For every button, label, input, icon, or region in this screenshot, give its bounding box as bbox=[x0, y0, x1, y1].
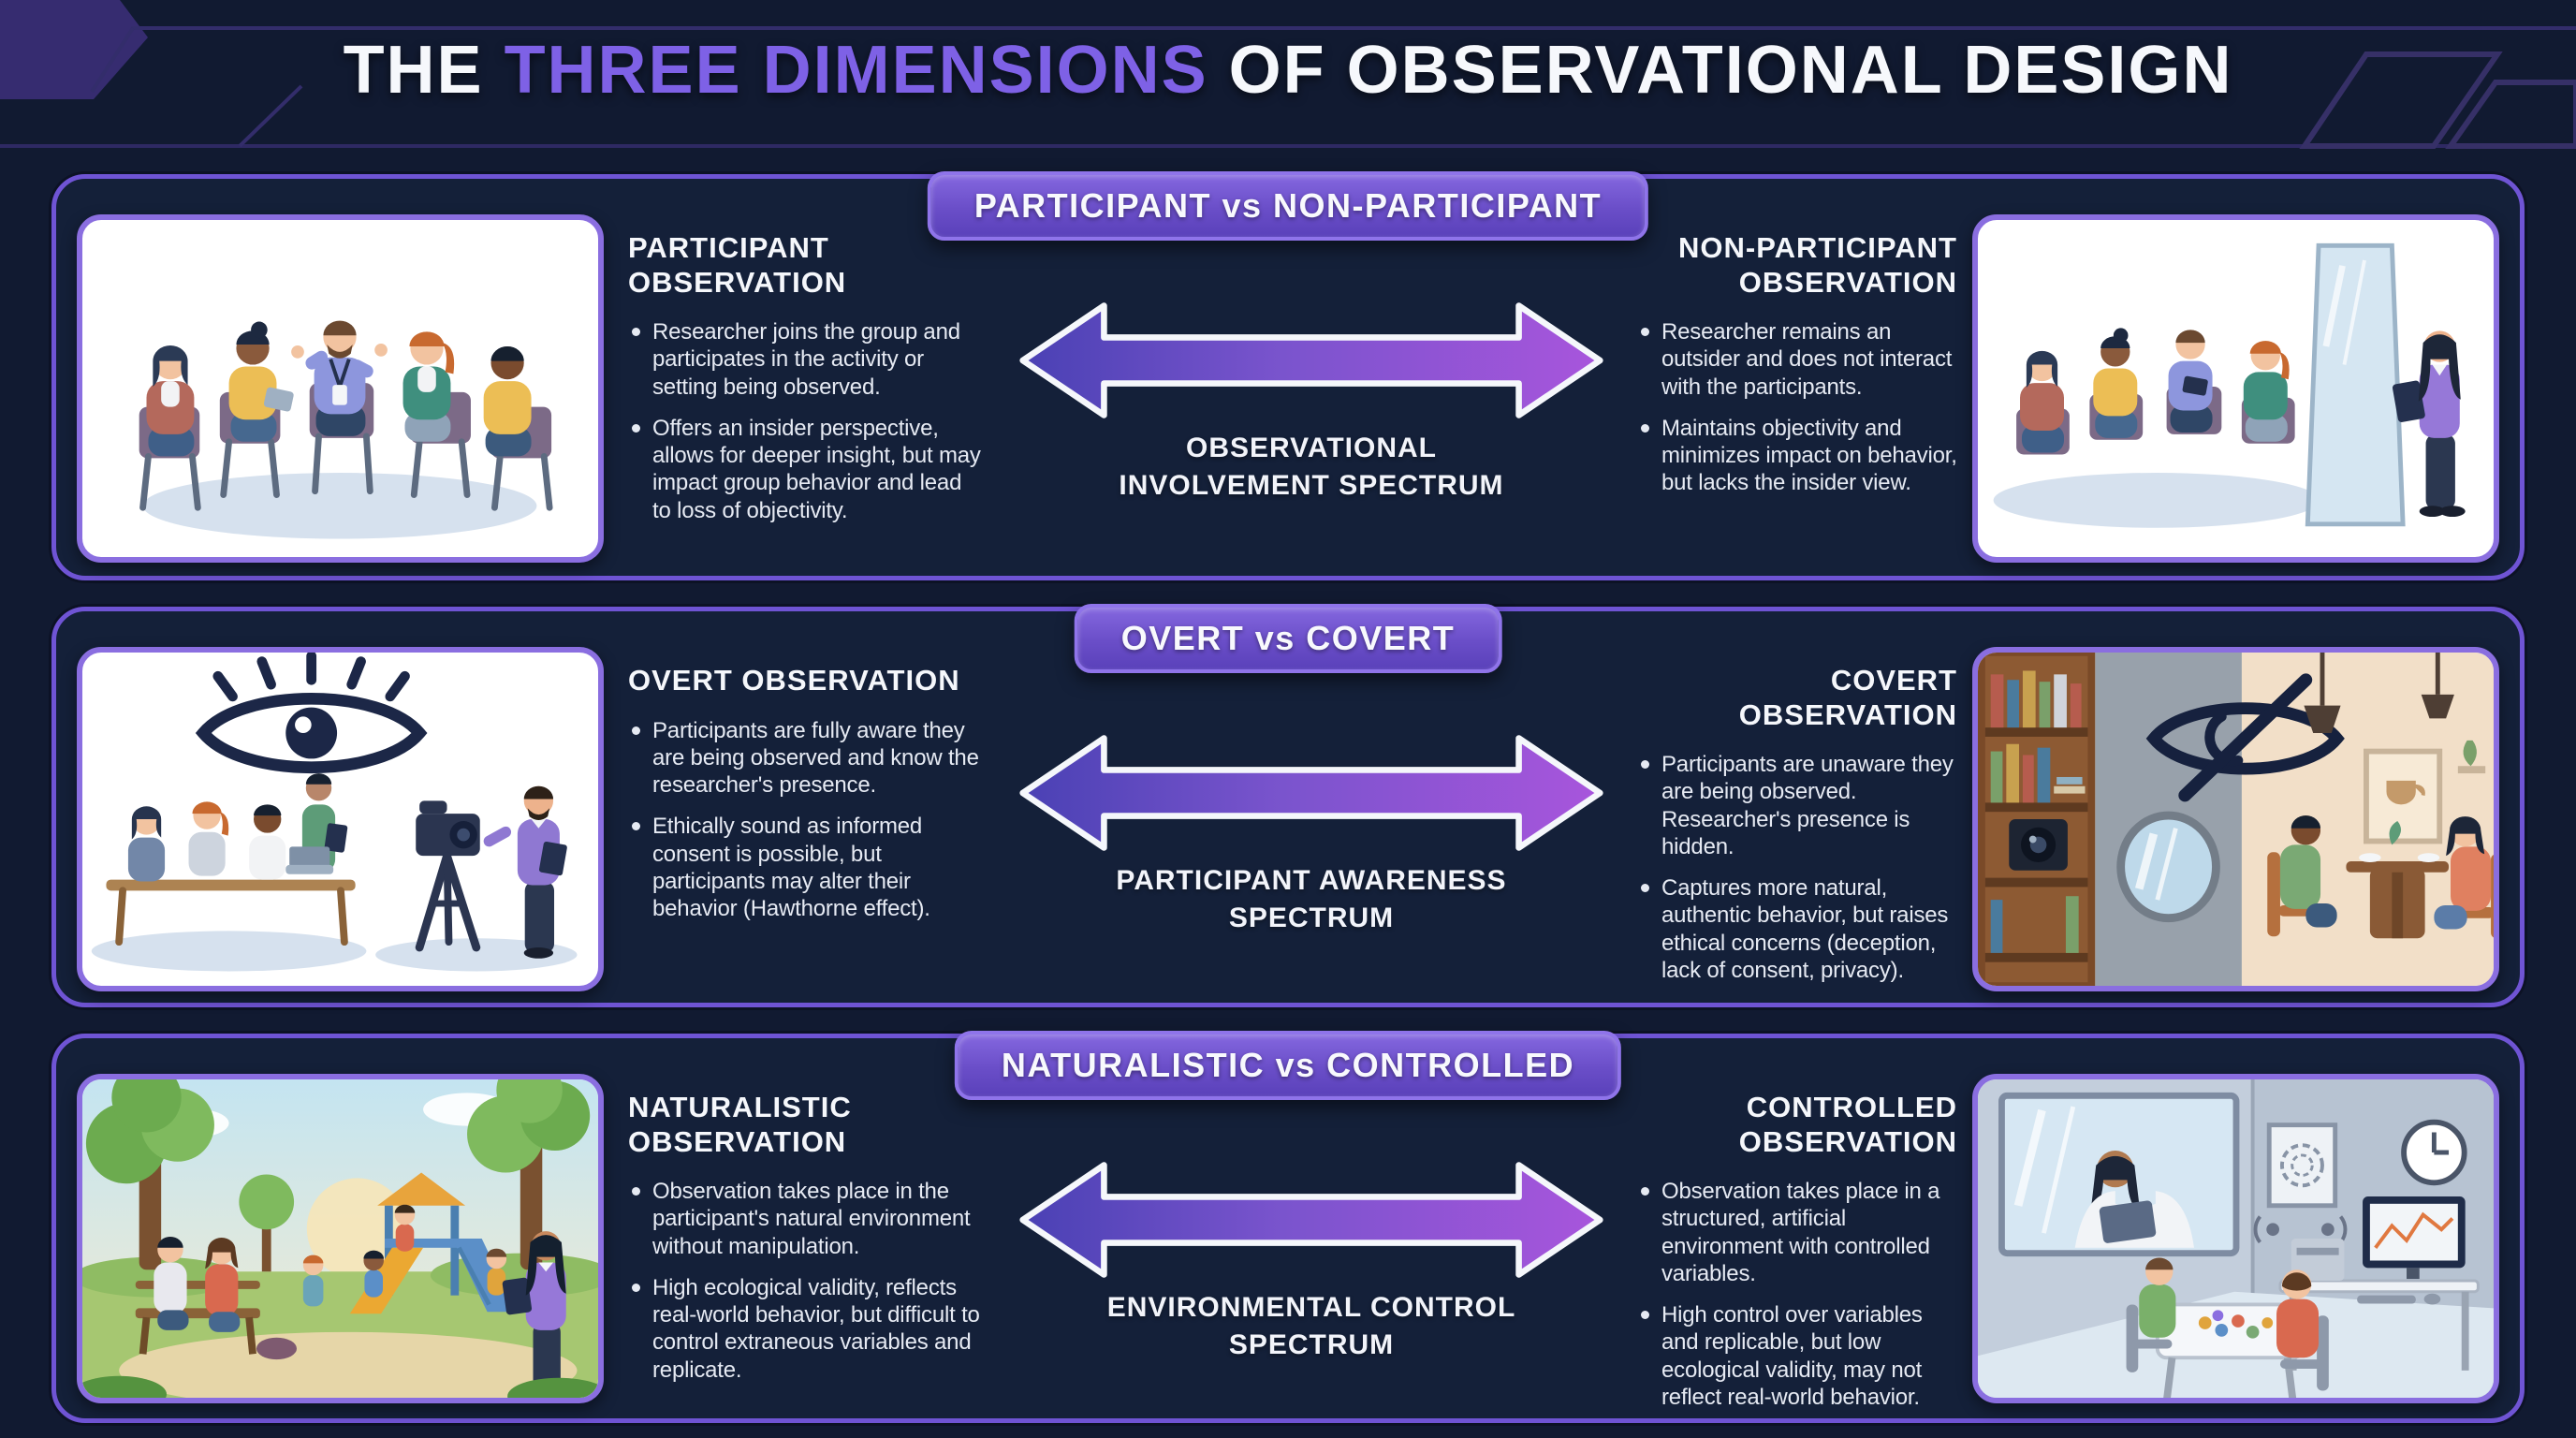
researcher-figure bbox=[483, 785, 567, 959]
bullet-item: Researcher remains an outsider and does … bbox=[1637, 318, 1957, 401]
parent-figure bbox=[205, 1238, 241, 1332]
bullet-item: Participants are fully aware they are be… bbox=[628, 717, 986, 800]
person-figure bbox=[146, 345, 195, 457]
child-figure bbox=[394, 1204, 416, 1252]
top-decoration bbox=[0, 0, 2576, 149]
person-figure bbox=[291, 320, 388, 436]
person-figure bbox=[402, 331, 455, 442]
page-title: THE THREE DIMENSIONS OF OBSERVATIONAL DE… bbox=[0, 32, 2576, 109]
row-pill: OVERT vs COVERT bbox=[1074, 604, 1502, 673]
involvement-spectrum: OBSERVATIONAL INVOLVEMENT SPECTRUM bbox=[986, 214, 1637, 504]
child-figure bbox=[302, 1255, 324, 1307]
bullet-item: Maintains objectivity and minimizes impa… bbox=[1637, 415, 1957, 497]
child-figure bbox=[2126, 1257, 2176, 1372]
computer-monitor-icon bbox=[2363, 1196, 2466, 1280]
row-pill: PARTICIPANT vs NON-PARTICIPANT bbox=[927, 171, 1649, 241]
person-figure bbox=[483, 345, 532, 457]
child-figure bbox=[486, 1248, 507, 1296]
playground bbox=[349, 1172, 517, 1314]
control-spectrum: ENVIRONMENTAL CONTROL SPECTRUM bbox=[986, 1074, 1637, 1363]
controlled-heading: CONTROLLED OBSERVATION bbox=[1738, 1091, 1957, 1158]
person-figure bbox=[188, 801, 229, 876]
clock-icon bbox=[2401, 1119, 2467, 1186]
person-figure bbox=[2020, 350, 2064, 453]
controlled-text-block: CONTROLLED OBSERVATION Observation takes… bbox=[1637, 1074, 1957, 1425]
tree bbox=[85, 1079, 214, 1270]
dimension-row-naturalistic-controlled: NATURALISTIC vs CONTROLLED bbox=[51, 1031, 2525, 1425]
title-highlight: THREE DIMENSIONS bbox=[504, 33, 1208, 108]
hidden-camera-icon bbox=[2009, 819, 2068, 871]
tree bbox=[467, 1079, 591, 1270]
naturalistic-observation-illustration bbox=[77, 1074, 604, 1403]
bullet-item: Captures more natural, authentic behavio… bbox=[1637, 874, 1957, 984]
person-figure bbox=[2093, 328, 2138, 438]
one-way-mirror bbox=[1998, 1092, 2240, 1257]
naturalistic-heading: NATURALISTIC OBSERVATION bbox=[628, 1091, 852, 1158]
title-prefix: THE bbox=[343, 33, 505, 108]
awareness-spectrum: PARTICIPANT AWARENESS SPECTRUM bbox=[986, 647, 1637, 936]
person-figure bbox=[127, 806, 166, 882]
cafe-scene bbox=[2267, 653, 2494, 939]
spectrum-label: OBSERVATIONAL INVOLVEMENT SPECTRUM bbox=[1119, 433, 1504, 501]
double-arrow-icon bbox=[1019, 302, 1603, 418]
observer-figure bbox=[2392, 330, 2466, 518]
overt-heading: OVERT OBSERVATION bbox=[628, 664, 960, 697]
covert-observation-illustration bbox=[1972, 647, 2499, 991]
bullet-item: High control over variables and replicab… bbox=[1637, 1301, 1957, 1411]
person-figure bbox=[2168, 330, 2213, 433]
non-participant-observation-illustration bbox=[1972, 214, 2499, 563]
video-camera-icon bbox=[415, 800, 481, 952]
naturalistic-text-block: NATURALISTIC OBSERVATION Observation tak… bbox=[628, 1074, 986, 1398]
overt-text-block: OVERT OBSERVATION Participants are fully… bbox=[628, 647, 986, 936]
bookshelf bbox=[1978, 653, 2096, 986]
participant-text-block: PARTICIPANT OBSERVATION Researcher joins… bbox=[628, 214, 986, 538]
participant-observation-illustration bbox=[77, 214, 604, 563]
dimension-row-overt-covert: OVERT vs COVERT bbox=[51, 604, 2525, 1007]
spectrum-label: ENVIRONMENTAL CONTROL SPECTRUM bbox=[1106, 1292, 1516, 1360]
person-figure bbox=[2267, 815, 2337, 937]
covert-text-block: COVERT OBSERVATION Participants are unaw… bbox=[1637, 647, 1957, 998]
mirror-icon bbox=[2116, 811, 2220, 923]
eye-off-icon bbox=[2145, 673, 2345, 802]
glass-panel bbox=[2305, 242, 2406, 527]
double-arrow-icon bbox=[1019, 1162, 1603, 1278]
covert-heading: COVERT OBSERVATION bbox=[1738, 664, 1957, 731]
child-figure bbox=[2276, 1269, 2329, 1391]
parent-figure bbox=[154, 1237, 189, 1330]
bullet-item: Observation takes place in a structured,… bbox=[1637, 1178, 1957, 1287]
small-tree bbox=[239, 1174, 295, 1272]
eye-icon bbox=[195, 653, 428, 773]
bullet-item: Offers an insider perspective, allows fo… bbox=[628, 415, 986, 524]
person-figure bbox=[228, 321, 294, 442]
controlled-observation-illustration bbox=[1972, 1074, 2499, 1403]
non-participant-text-block: NON-PARTICIPANT OBSERVATION Researcher r… bbox=[1637, 214, 1957, 511]
bullet-item: Ethically sound as informed consent is p… bbox=[628, 813, 986, 922]
person-figure bbox=[2434, 816, 2494, 938]
lab-researcher-figure bbox=[2074, 1151, 2194, 1248]
overt-observation-illustration bbox=[77, 647, 604, 991]
non-participant-heading: NON-PARTICIPANT OBSERVATION bbox=[1678, 231, 1957, 299]
fingerprint-frame bbox=[2266, 1123, 2338, 1209]
row-pill: NATURALISTIC vs CONTROLLED bbox=[954, 1031, 1622, 1100]
person-figure bbox=[2243, 341, 2290, 442]
title-suffix: OF OBSERVATIONAL DESIGN bbox=[1208, 33, 2233, 108]
bullet-item: Participants are unaware they are being … bbox=[1637, 751, 1957, 860]
dimension-row-participant: PARTICIPANT vs NON-PARTICIPANT bbox=[51, 171, 2525, 580]
double-arrow-icon bbox=[1019, 735, 1603, 851]
bullet-item: Observation takes place in the participa… bbox=[628, 1178, 986, 1260]
child-figure bbox=[363, 1250, 384, 1298]
bullet-item: High ecological validity, reflects real-… bbox=[628, 1274, 986, 1384]
bullet-item: Researcher joins the group and participa… bbox=[628, 318, 986, 401]
person-figure bbox=[249, 804, 286, 880]
participant-heading: PARTICIPANT OBSERVATION bbox=[628, 231, 847, 299]
spectrum-label: PARTICIPANT AWARENESS SPECTRUM bbox=[1116, 865, 1507, 933]
